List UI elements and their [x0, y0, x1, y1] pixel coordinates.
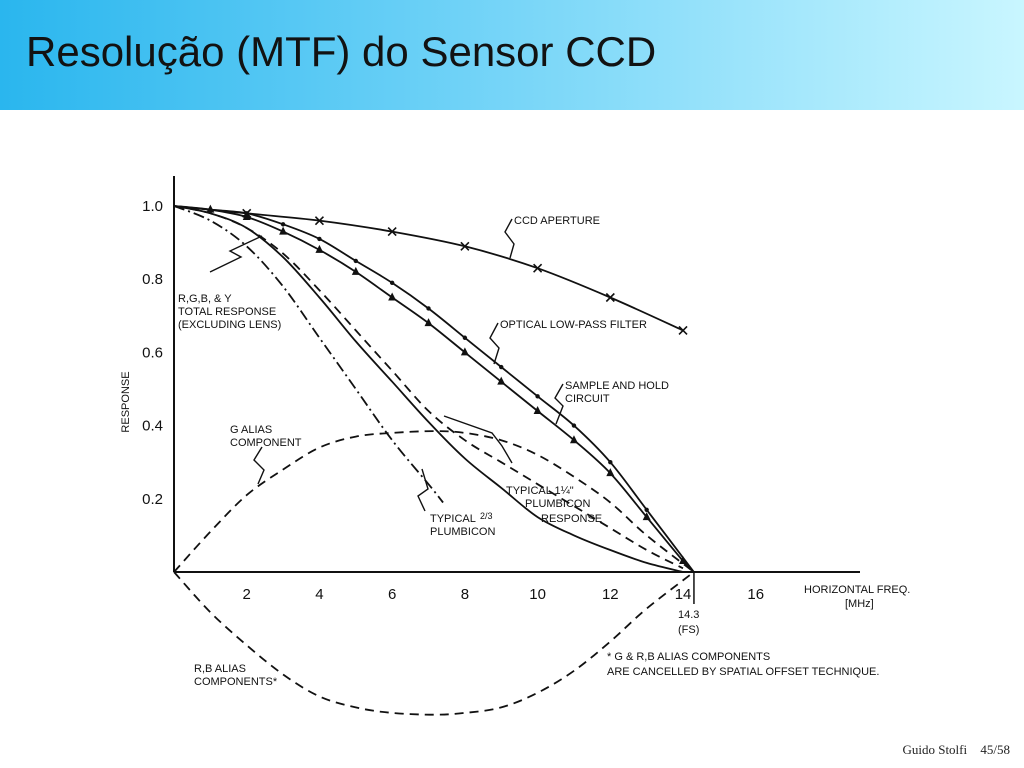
label-plum114-3: RESPONSE — [541, 513, 602, 525]
label-galias-1: G ALIAS — [230, 424, 272, 436]
marker-dot — [644, 507, 649, 512]
label-fs-1: 14.3 — [678, 609, 699, 621]
x-tick-label: 10 — [529, 586, 546, 603]
x-tick-label: 6 — [388, 586, 396, 603]
marker-x — [605, 292, 615, 303]
y-tick-label: 0.2 — [142, 491, 163, 508]
title-bar — [0, 0, 1024, 110]
footer-page: 45/58 — [980, 742, 1010, 757]
marker-dot — [499, 364, 504, 370]
leader-g-alias — [253, 446, 265, 485]
chart-axes: 2 4 6 8 10 12 14 16 0.2 0.4 0.6 0.8 1.0 — [142, 176, 860, 604]
marker-dot — [280, 222, 286, 227]
label-galias-2: COMPONENT — [230, 437, 302, 449]
label-sah-1: SAMPLE AND HOLD — [565, 380, 669, 392]
marker-triangle — [388, 292, 397, 301]
slide-title: Resolução (MTF) do Sensor CCD — [26, 28, 657, 75]
marker-x — [314, 216, 325, 226]
leader-total — [209, 235, 263, 273]
footnote-2: ARE CANCELLED BY SPATIAL OFFSET TECHNIQU… — [607, 666, 879, 678]
footnote-1: * G & R,B ALIAS COMPONENTS — [607, 651, 770, 663]
footer-author: Guido Stolfi — [902, 742, 968, 757]
label-rbalias-1: R,B ALIAS — [194, 663, 246, 675]
label-plum114-1: TYPICAL 1¼" — [506, 485, 574, 497]
marker-x — [533, 263, 543, 273]
marker-triangle — [606, 468, 615, 477]
marker-triangle — [242, 211, 251, 220]
y-tick-label: 0.6 — [142, 344, 163, 361]
marker-dot — [389, 280, 395, 286]
series-line-sample-and-hold-circuit — [173, 205, 695, 573]
label-rbalias-2: COMPONENTS* — [194, 676, 278, 688]
label-total-2: TOTAL RESPONSE — [178, 306, 276, 318]
label-total-1: R,G,B, & Y — [178, 293, 232, 305]
marker-triangle — [642, 512, 651, 521]
x-tick-label: 8 — [461, 586, 469, 603]
marker-triangle — [279, 226, 288, 235]
marker-triangle — [206, 204, 215, 213]
chart-series — [173, 205, 695, 716]
leader-plumbicon-114 — [443, 415, 513, 464]
chart-markers — [206, 204, 688, 565]
marker-triangle — [424, 318, 433, 327]
marker-triangle — [569, 435, 578, 444]
marker-triangle — [679, 556, 688, 565]
leader-plumbicon-23 — [417, 468, 429, 512]
marker-dot — [571, 423, 577, 428]
slide-footer: Guido Stolfi 45/58 — [892, 742, 1010, 758]
series-line-typical-2-3-plumbicon — [173, 205, 444, 504]
x-axis-label-2: [MHz] — [845, 598, 874, 610]
label-plum23-frac: 2/3 — [480, 511, 493, 521]
series-line-g-alias-component — [173, 430, 695, 573]
marker-triangle — [351, 266, 360, 275]
marker-dot — [462, 335, 468, 340]
marker-triangle — [533, 405, 542, 414]
label-sah-2: CIRCUIT — [565, 393, 610, 405]
y-tick-label: 0.8 — [142, 271, 163, 288]
marker-x — [460, 241, 470, 251]
label-olpf: OPTICAL LOW-PASS FILTER — [500, 319, 647, 331]
label-plum114-2: PLUMBICON — [525, 498, 590, 510]
x-tick-label: 14 — [675, 586, 692, 603]
x-axis-label-1: HORIZONTAL FREQ. — [804, 584, 910, 596]
marker-dot — [608, 460, 613, 465]
leader-ccd-aperture — [504, 218, 515, 259]
label-total-3: (EXCLUDING LENS) — [178, 319, 281, 331]
x-tick-label: 16 — [747, 586, 764, 603]
series-line-typical-1-plumbicon-response — [173, 205, 684, 570]
x-tick-label: 2 — [243, 586, 251, 603]
label-plum23-1: TYPICAL — [430, 513, 476, 525]
label-leaders — [209, 218, 564, 512]
marker-x — [678, 325, 688, 336]
marker-triangle — [497, 376, 506, 385]
marker-dot — [317, 236, 322, 242]
marker-dot — [353, 258, 358, 264]
marker-dot — [426, 306, 431, 311]
label-ccd-aperture: CCD APERTURE — [514, 215, 600, 227]
x-tick-label: 12 — [602, 586, 619, 603]
label-fs-2: (FS) — [678, 624, 699, 636]
marker-x — [387, 227, 397, 237]
y-tick-label: 0.4 — [142, 418, 163, 435]
leader-olpf — [489, 322, 500, 365]
marker-dot — [535, 394, 540, 399]
x-tick-label: 4 — [315, 586, 323, 603]
label-plum23-2: PLUMBICON — [430, 526, 495, 538]
marker-triangle — [315, 244, 324, 253]
y-axis-label: RESPONSE — [120, 371, 132, 432]
marker-triangle — [460, 347, 469, 356]
y-tick-label: 1.0 — [142, 198, 163, 215]
series-line-r-g-b-y-total-response-excluding-lens — [173, 205, 684, 573]
leader-sah — [554, 383, 564, 425]
